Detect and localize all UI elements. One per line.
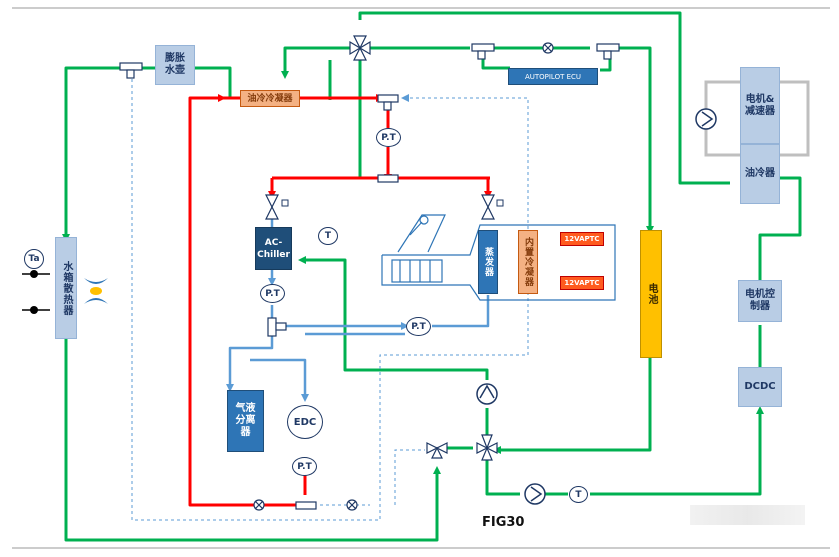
ptc-heater-bottom: 12VAPTC [560, 276, 604, 290]
tee-fitting [383, 101, 392, 111]
fan-icon [84, 278, 108, 304]
refrigerant-hot-pipes [188, 94, 492, 507]
dashed-lines [131, 73, 529, 521]
tee-fitting [471, 43, 495, 52]
ambient-temp-sensor: Ta [24, 249, 44, 269]
pt-sensor: P.T [260, 284, 285, 303]
evap-expansion-valve-bottom [481, 205, 495, 220]
tee-fitting [295, 501, 317, 510]
bottom-valve-left-c [431, 446, 443, 459]
motor-pump-icon [524, 483, 546, 505]
bottom-valve-left-b [435, 442, 448, 454]
bottom-valve-right-d [481, 446, 493, 461]
top-3way-valve-a [349, 40, 362, 56]
bottom-valve-right-b [485, 442, 498, 454]
shutoff-valves [253, 42, 554, 511]
tee-fitting [603, 50, 612, 60]
pt-sensor: P.T [292, 457, 317, 476]
figure-label: FIG30 [482, 515, 525, 530]
tee-fitting [596, 43, 620, 52]
oil-condenser: 油冷冷凝器 [240, 90, 300, 107]
tee-fitting [126, 69, 135, 79]
dcdc-converter: DCDC [738, 367, 782, 407]
watermark-blur [690, 505, 805, 525]
pt-sensor: P.T [406, 317, 431, 336]
top-3way-valve-d [353, 46, 367, 61]
refrigerant-cold-pipes [226, 218, 490, 402]
temperature-sensor: T [318, 227, 338, 245]
ptc-heater-top: 12VAPTC [560, 232, 604, 246]
top-3way-valve-b [358, 40, 371, 56]
motor-controller: 电机控 制器 [738, 280, 782, 322]
hvac-housing [381, 214, 616, 301]
battery: 电池 [640, 230, 662, 358]
valve-actuator [281, 199, 289, 207]
water-tank-radiator: 水箱散热器 [55, 237, 77, 339]
temperature-sensor: T [569, 486, 588, 503]
coolant-pipes [62, 11, 802, 542]
tee-fitting [119, 62, 143, 71]
ac-chiller: AC- Chiller [255, 227, 292, 270]
pt-sensor: P.T [376, 128, 401, 147]
pumps [476, 383, 546, 505]
tee-fitting [267, 317, 277, 337]
tee-fittings [119, 43, 620, 510]
autopilot-ecu: AUTOPILOT ECU [508, 68, 598, 85]
bottom-valve-right-c [481, 434, 493, 450]
tee-fitting [477, 50, 486, 60]
chiller-expansion-valve-bottom [265, 205, 279, 220]
expansion-tank: 膨胀 水壶 [155, 45, 195, 85]
inner-condenser: 内置冷凝器 [518, 230, 538, 294]
evaporator: 蒸发器 [478, 230, 498, 294]
ambient-sensor-dot [30, 270, 38, 278]
oil-pump-icon [695, 108, 717, 130]
battery-pump-icon [476, 383, 498, 405]
gas-liquid-separator: 气液 分离 器 [227, 390, 264, 452]
oil-cooler: 油冷器 [740, 144, 780, 204]
valve-actuator [496, 199, 504, 207]
tee-fitting [377, 94, 399, 103]
evap-expansion-valve-top [481, 194, 495, 209]
top-3way-valve-c [353, 35, 367, 50]
tee-fitting [275, 322, 287, 331]
motor-reducer: 电机& 减速器 [740, 67, 780, 144]
ambient-sensor-dot [30, 306, 38, 314]
valves [265, 35, 498, 461]
chiller-expansion-valve-top [265, 194, 279, 209]
edc-compressor: EDC [287, 405, 323, 439]
bottom-valve-left-a [426, 442, 439, 454]
tee-fitting [377, 174, 399, 183]
ambient-sensor-lines [22, 273, 50, 311]
bottom-valve-right-a [476, 442, 489, 454]
